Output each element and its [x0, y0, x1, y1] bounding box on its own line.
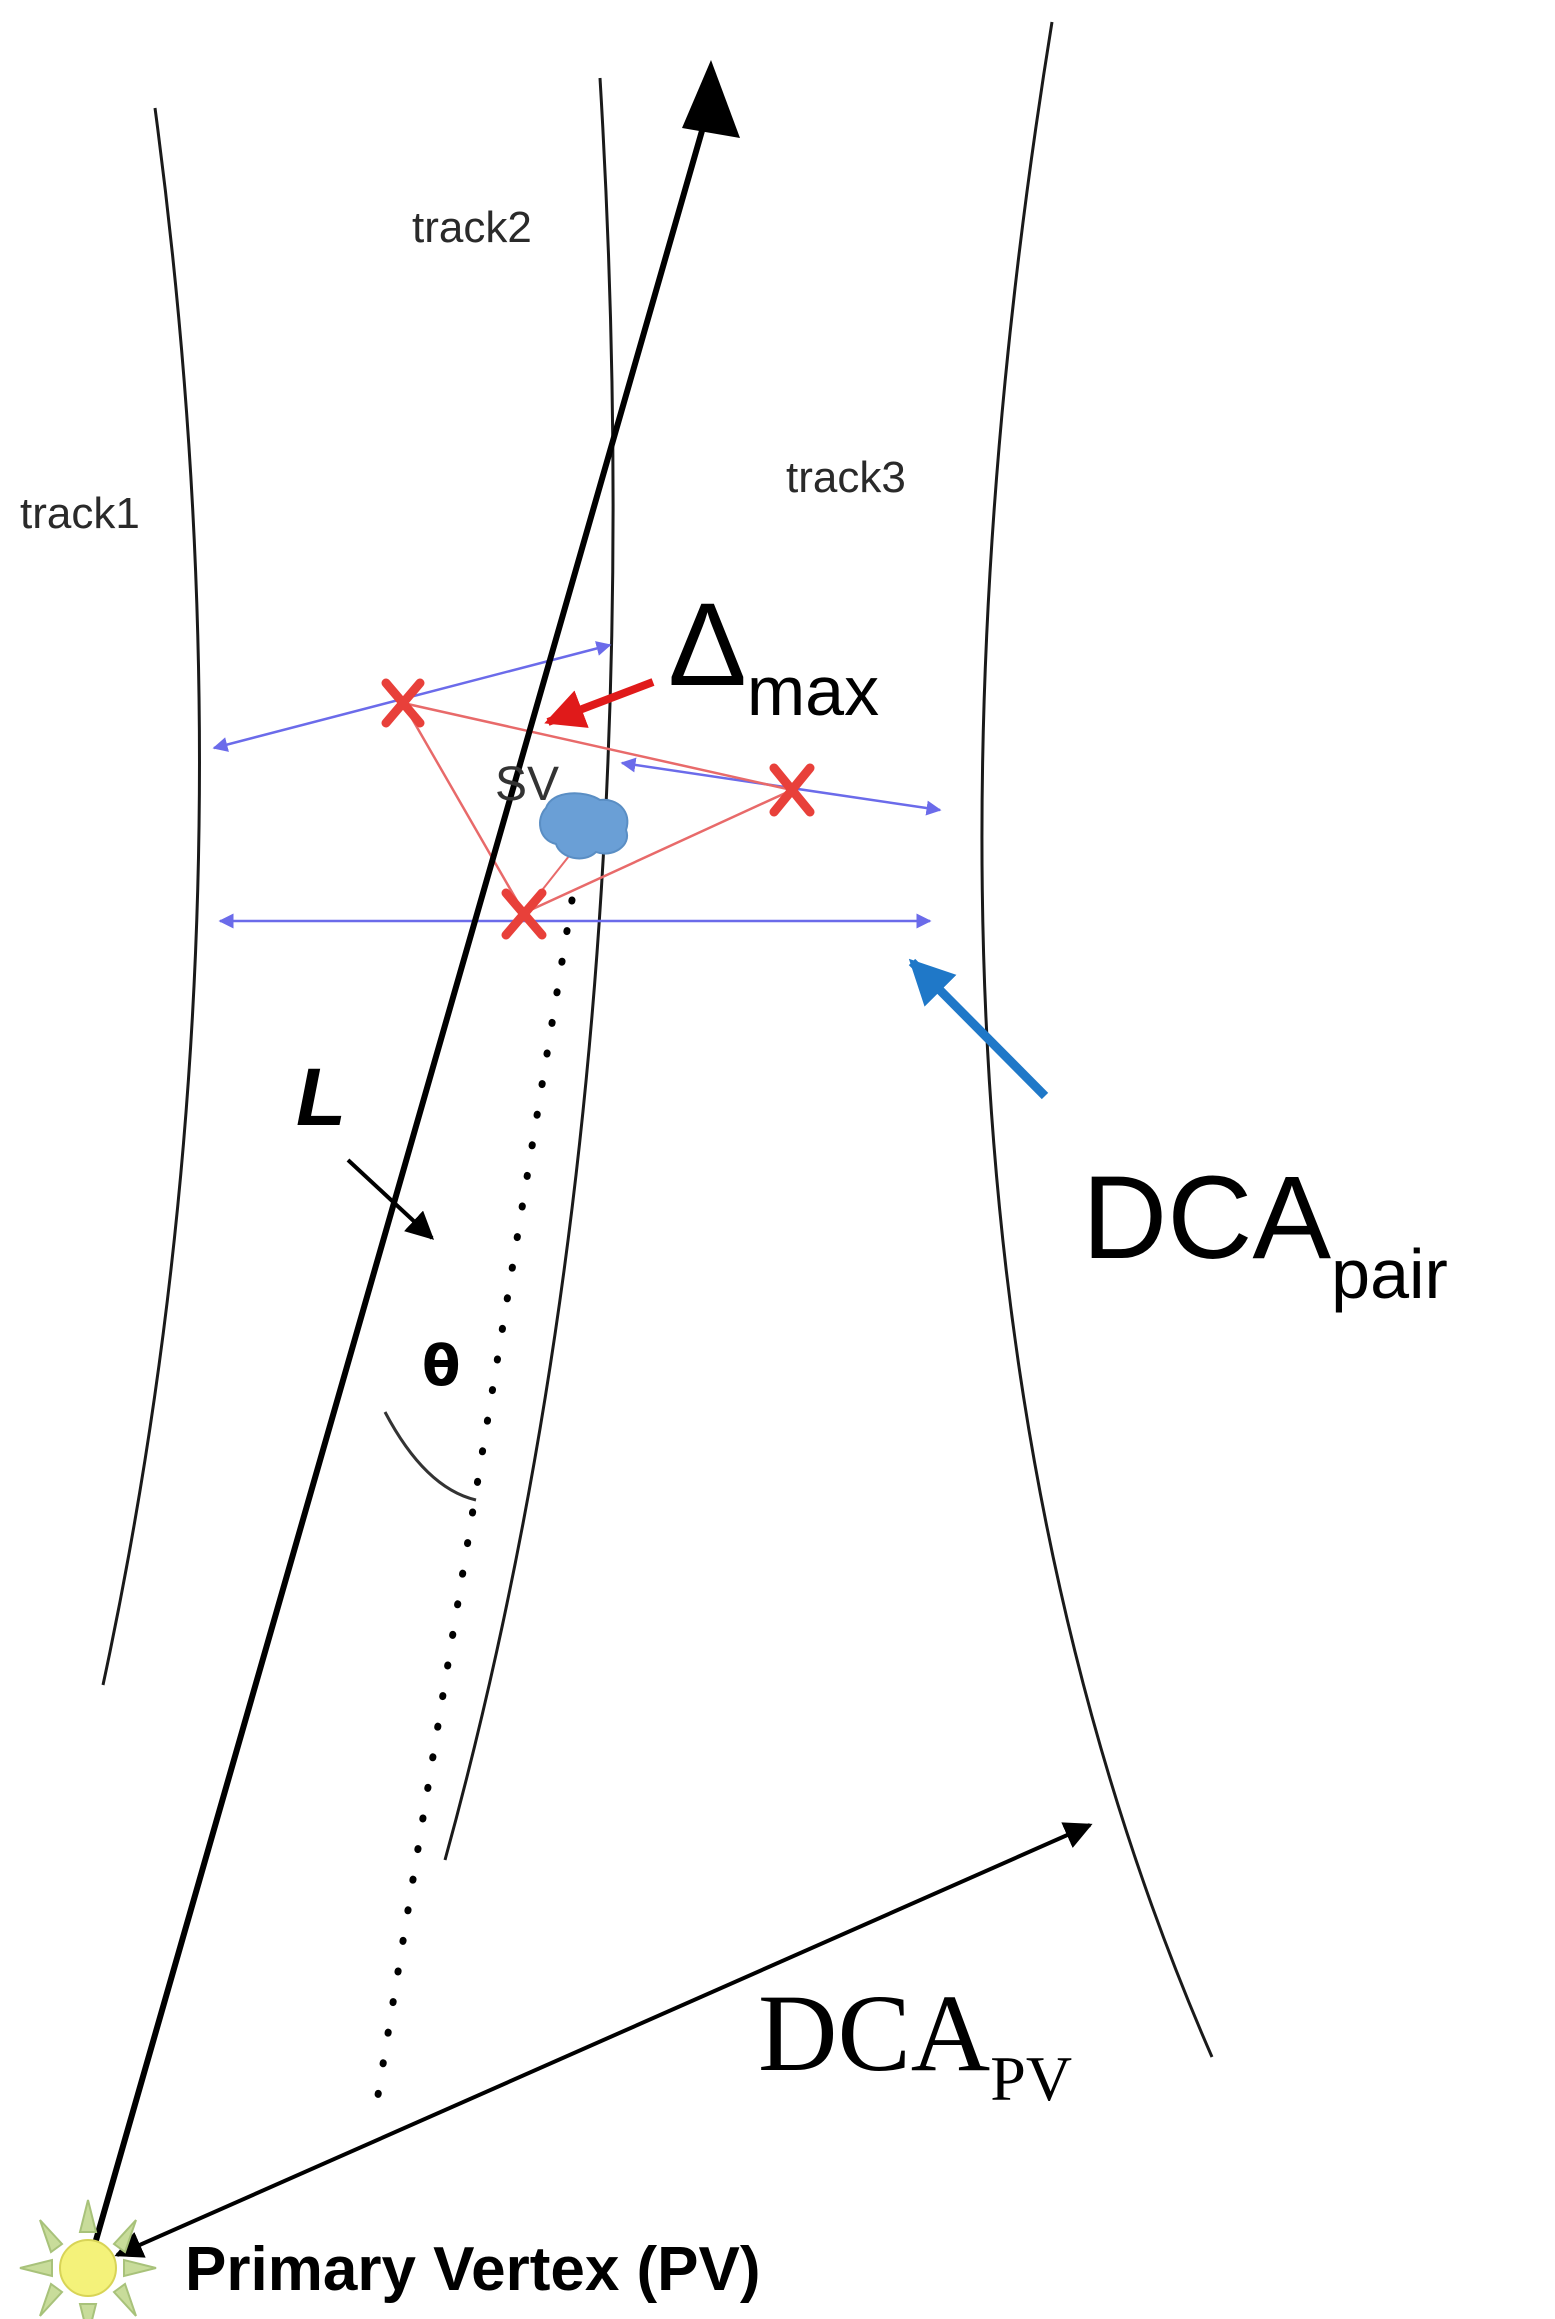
track2-curve	[443, 77, 615, 1861]
primary-vertex-sun-icon	[19, 2199, 157, 2319]
flight-direction-arrowhead	[682, 60, 740, 138]
vertex-marker-2-x-mark-icon	[769, 763, 815, 817]
secondary-vertex-blob-icon	[539, 792, 629, 860]
primary-vertex-label: Primary Vertex (PV)	[185, 2235, 761, 2304]
length-pointer	[346, 1158, 435, 1240]
delta-max-label: Δmax	[668, 579, 879, 730]
angle-label: θ	[422, 1334, 460, 1399]
dca-pair-pointer	[908, 958, 1049, 1100]
dca-pair-label: DCApair	[1082, 1152, 1448, 1313]
angle-arc	[383, 1411, 477, 1502]
pv-to-sv-dotted-line	[374, 896, 576, 2099]
track1-curve	[101, 107, 201, 1686]
delta-triangle	[401, 701, 796, 915]
dca-pv-arrow	[114, 1822, 1093, 2258]
vertex-marker-3-x-mark-icon	[501, 888, 547, 940]
delta-max-pointer	[544, 678, 655, 728]
track3-label: track3	[786, 453, 906, 502]
track2-label: track2	[412, 203, 532, 252]
track3-curve	[980, 21, 1214, 2058]
sv-label: SV	[495, 758, 559, 811]
length-label: L	[296, 1052, 346, 1143]
vertex-marker-1-x-mark-icon	[381, 678, 425, 728]
dca-pv-label: DCAPV	[758, 1972, 1072, 2114]
track1-label: track1	[20, 489, 140, 538]
